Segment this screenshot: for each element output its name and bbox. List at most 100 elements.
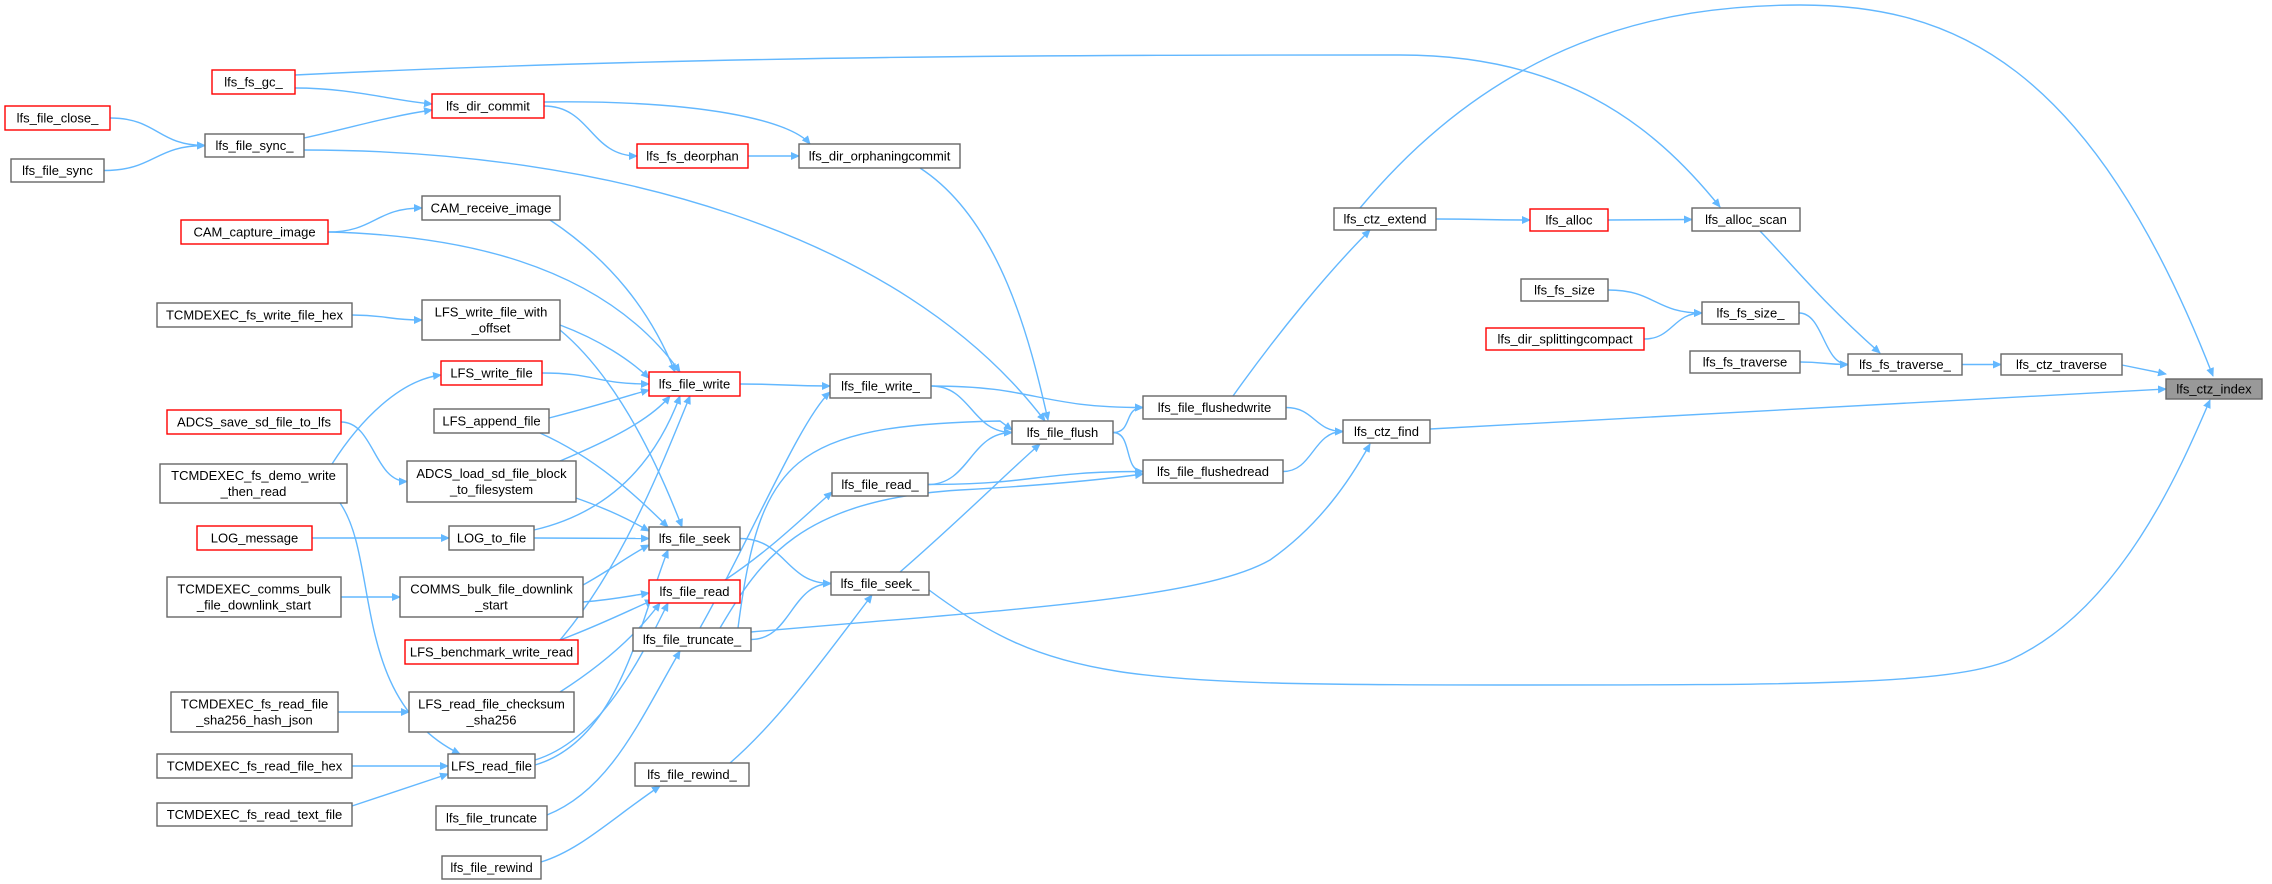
node-lfs_file_truncate[interactable]: lfs_file_truncate: [435, 805, 548, 831]
edge-line: [582, 544, 650, 586]
node-label: _then_read: [220, 484, 287, 499]
node-box: [798, 143, 961, 169]
edge-line: [303, 149, 1046, 422]
node-label: LFS_append_file: [442, 414, 540, 429]
node-lfs_alloc[interactable]: lfs_alloc: [1529, 208, 1609, 232]
node-lfs_fs_gc_[interactable]: lfs_fs_gc_: [211, 69, 296, 95]
edge-COMMS_bulk_file_downlink_start-to-lfs_file_seek: [582, 544, 650, 586]
node-lfs_fs_size_[interactable]: lfs_fs_size_: [1701, 301, 1800, 325]
node-lfs_file_read[interactable]: lfs_file_read: [648, 579, 741, 604]
node-lfs_file_flush[interactable]: lfs_file_flush: [1011, 420, 1114, 445]
node-box: [408, 691, 575, 733]
node-lfs_dir_orphaningcommit[interactable]: lfs_dir_orphaningcommit: [798, 143, 961, 169]
node-label: lfs_file_truncate_: [643, 632, 742, 647]
node-TCMDEXEC_fs_read_text_file[interactable]: TCMDEXEC_fs_read_text_file: [156, 802, 353, 827]
node-lfs_file_seek[interactable]: lfs_file_seek: [648, 526, 741, 551]
node-LFS_read_file[interactable]: LFS_read_file: [447, 753, 536, 779]
node-lfs_file_flushedwrite[interactable]: lfs_file_flushedwrite: [1142, 395, 1287, 420]
edge-lfs_file_read_-to-lfs_file_flush: [927, 428, 1013, 486]
edge-lfs_file_flushedwrite-to-lfs_ctz_extend: [1232, 229, 1371, 397]
node-label: _sha256_hash_json: [195, 713, 312, 728]
edge-line: [1429, 385, 2167, 430]
node-box: [4, 105, 111, 131]
node-lfs_file_sync[interactable]: lfs_file_sync: [10, 158, 105, 183]
node-ADCS_save_sd_file_to_lfs[interactable]: ADCS_save_sd_file_to_lfs: [166, 409, 342, 435]
node-lfs_ctz_extend[interactable]: lfs_ctz_extend: [1333, 207, 1437, 231]
node-CAM_receive_image[interactable]: CAM_receive_image: [421, 195, 561, 221]
node-lfs_file_rewind[interactable]: lfs_file_rewind: [441, 855, 542, 880]
node-COMMS_bulk_file_downlink_start[interactable]: COMMS_bulk_file_downlink_start: [399, 576, 584, 618]
node-box: [10, 158, 105, 183]
node-box: [166, 409, 342, 435]
edge-line: [1643, 309, 1703, 340]
node-LFS_read_file_checksum_sha256[interactable]: LFS_read_file_checksum_sha256: [408, 691, 575, 733]
node-lfs_file_write[interactable]: lfs_file_write: [648, 371, 741, 397]
edge-lfs_file_seek_-to-lfs_file_flush: [899, 443, 1041, 573]
node-TCMDEXEC_fs_write_file_hex[interactable]: TCMDEXEC_fs_write_file_hex: [156, 302, 353, 328]
node-lfs_file_sync_[interactable]: lfs_file_sync_: [204, 133, 305, 158]
node-box: [421, 195, 561, 221]
edge-line: [729, 594, 873, 764]
node-ADCS_load_sd_file_block_to_filesystem[interactable]: ADCS_load_sd_file_block_to_filesystem: [406, 460, 577, 503]
edge-lfs_file_truncate_-to-lfs_ctz_find: [750, 443, 1371, 633]
edge-line: [540, 785, 661, 863]
node-lfs_ctz_traverse[interactable]: lfs_ctz_traverse: [2000, 353, 2123, 376]
edge-CAM_capture_image-to-lfs_file_write: [327, 231, 681, 373]
node-LFS_append_file[interactable]: LFS_append_file: [433, 408, 550, 434]
node-lfs_file_seek_[interactable]: lfs_file_seek_: [830, 571, 930, 596]
edge-line: [294, 54, 1721, 208]
edge-line: [303, 107, 433, 139]
node-box: [632, 627, 752, 652]
node-lfs_file_close_[interactable]: lfs_file_close_: [4, 105, 111, 131]
node-label: _sha256: [466, 713, 517, 728]
node-lfs_dir_splittingcompact[interactable]: lfs_dir_splittingcompact: [1485, 327, 1645, 351]
node-lfs_fs_traverse_[interactable]: lfs_fs_traverse_: [1847, 353, 1963, 376]
node-lfs_fs_traverse[interactable]: lfs_fs_traverse: [1689, 350, 1801, 374]
node-lfs_ctz_find[interactable]: lfs_ctz_find: [1342, 419, 1431, 444]
edge-LFS_write_file_with_offset-to-lfs_file_seek: [559, 329, 683, 528]
node-label: lfs_file_sync: [22, 163, 93, 178]
node-label: lfs_file_seek_: [841, 576, 921, 591]
node-lfs_file_truncate_[interactable]: lfs_file_truncate_: [632, 627, 752, 652]
edge-line: [534, 549, 669, 766]
edge-lfs_file_write_-to-lfs_file_flushedwrite: [930, 385, 1144, 412]
node-TCMDEXEC_fs_read_file_sha256_hash_json[interactable]: TCMDEXEC_fs_read_file_sha256_hash_json: [170, 691, 339, 733]
edge-line: [1759, 230, 1881, 354]
edge-line: [1359, 4, 2214, 377]
node-box: [431, 93, 545, 119]
node-box: [1529, 208, 1609, 232]
node-lfs_file_read_[interactable]: lfs_file_read_: [831, 472, 929, 497]
edge-line: [928, 399, 2211, 686]
node-label: TCMDEXEC_comms_bulk: [177, 582, 331, 597]
node-LOG_message[interactable]: LOG_message: [196, 525, 313, 551]
node-lfs_alloc_scan[interactable]: lfs_alloc_scan: [1691, 207, 1801, 232]
node-TCMDEXEC_fs_read_file_hex[interactable]: TCMDEXEC_fs_read_file_hex: [156, 753, 353, 779]
node-label: TCMDEXEC_fs_read_file_hex: [167, 759, 343, 774]
edge-line: [340, 421, 408, 486]
edge-line: [724, 491, 833, 581]
node-lfs_file_rewind_[interactable]: lfs_file_rewind_: [634, 762, 750, 787]
node-lfs_file_flushedread[interactable]: lfs_file_flushedread: [1142, 459, 1284, 484]
node-box: [831, 472, 929, 497]
edge-line: [294, 87, 433, 108]
node-lfs_dir_commit[interactable]: lfs_dir_commit: [431, 93, 545, 119]
node-LFS_write_file[interactable]: LFS_write_file: [440, 360, 543, 386]
node-lfs_fs_size[interactable]: lfs_fs_size: [1520, 278, 1609, 302]
edge-lfs_file_truncate_-to-lfs_file_flush: [737, 420, 1013, 629]
node-TCMDEXEC_comms_bulk_file_downlink_start[interactable]: TCMDEXEC_comms_bulk_file_downlink_start: [166, 576, 342, 618]
node-lfs_file_write_[interactable]: lfs_file_write_: [829, 373, 932, 399]
node-lfs_fs_deorphan[interactable]: lfs_fs_deorphan: [636, 143, 749, 169]
edge-line: [331, 372, 442, 465]
node-LFS_write_file_with_offset[interactable]: LFS_write_file_with_offset: [421, 299, 561, 341]
edge-line: [327, 231, 681, 373]
node-LOG_to_file[interactable]: LOG_to_file: [448, 525, 535, 551]
edge-line: [1282, 427, 1344, 473]
node-box: [211, 69, 296, 95]
node-label: TCMDEXEC_fs_read_file: [181, 697, 328, 712]
node-TCMDEXEC_fs_demo_write_then_read[interactable]: TCMDEXEC_fs_demo_write_then_read: [159, 463, 348, 504]
node-CAM_capture_image[interactable]: CAM_capture_image: [180, 219, 329, 245]
node-label: TCMDEXEC_fs_read_text_file: [167, 807, 343, 822]
edge-lfs_fs_size_-to-lfs_fs_traverse_: [1798, 312, 1849, 369]
node-LFS_benchmark_write_read[interactable]: LFS_benchmark_write_read: [404, 639, 579, 665]
edge-ADCS_save_sd_file_to_lfs-to-ADCS_load_sd_file_block_to_filesystem: [340, 421, 408, 486]
